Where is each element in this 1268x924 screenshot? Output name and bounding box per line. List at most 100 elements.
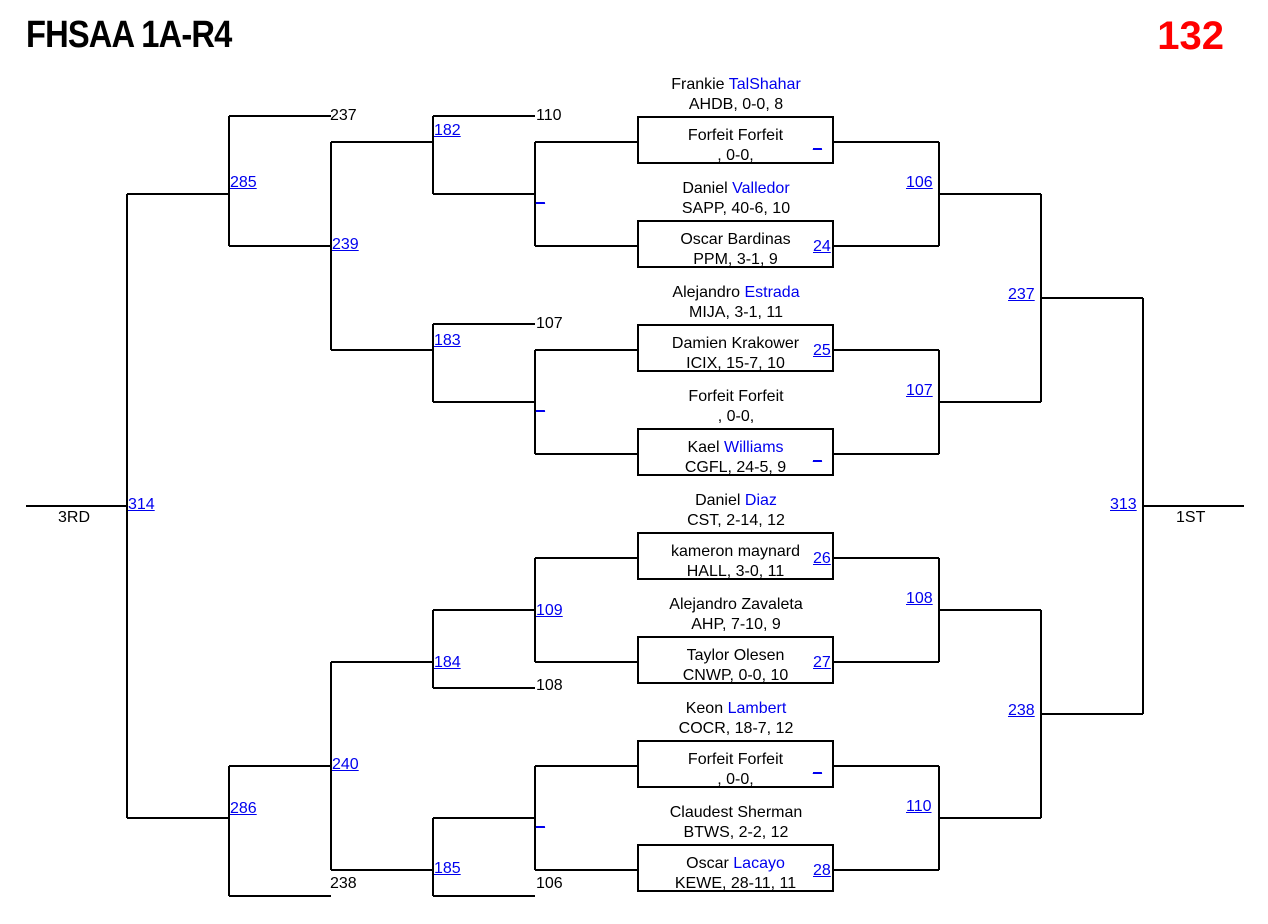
- last-name[interactable]: Lacayo: [733, 855, 785, 872]
- cons-line: [331, 141, 433, 143]
- wrestler-name: Claudest Sherman: [626, 803, 846, 823]
- bout-link[interactable]: 24: [813, 238, 831, 255]
- wrestler-info: AHP, 7-10, 9: [691, 616, 781, 633]
- cons-in-line: [535, 661, 637, 663]
- wrestler-name: Forfeit Forfeit: [639, 126, 832, 146]
- wrestler-info: CNWP, 0-0, 10: [682, 667, 789, 684]
- cons-in-line: [535, 245, 637, 247]
- qf-bout-link[interactable]: 106: [906, 174, 933, 191]
- cons-line: [229, 245, 331, 247]
- third-place-label: 3RD: [58, 509, 91, 526]
- wrestler-name: Frankie TalShahar: [626, 75, 846, 95]
- cons-bout-link[interactable]: _: [536, 188, 545, 205]
- first-name: kameron: [671, 543, 734, 560]
- qf-out-line: [939, 609, 1041, 611]
- matchup-box: Forfeit Forfeit, 0-0,: [637, 740, 834, 788]
- cons-bout-link[interactable]: 183: [434, 332, 461, 349]
- wrestler-name: Daniel Valledor: [626, 179, 846, 199]
- cons-bout-link[interactable]: 185: [434, 860, 461, 877]
- first-name: Claudest: [669, 804, 733, 821]
- wrestler-name: Damien Krakower: [639, 334, 832, 354]
- qf-bout-link[interactable]: 107: [906, 382, 933, 399]
- cons-bout-link[interactable]: 239: [332, 236, 359, 253]
- wrestler-name: Forfeit Forfeit: [639, 750, 832, 770]
- wrestler-info: , 0-0,: [717, 147, 754, 164]
- bout-link[interactable]: 27: [813, 654, 831, 671]
- cons-bracket-line: [534, 350, 536, 454]
- drop-in-line: [229, 895, 331, 897]
- advance-line: [834, 869, 939, 871]
- cons-bracket-line: [228, 116, 230, 246]
- cons-bout-link[interactable]: 240: [332, 756, 359, 773]
- qf-bout-link[interactable]: 110: [906, 798, 932, 815]
- first-name: Keon: [685, 700, 724, 717]
- first-name: Forfeit: [687, 751, 734, 768]
- drop-in-line: [433, 323, 535, 325]
- advance-line: [834, 661, 939, 663]
- last-name[interactable]: Estrada: [744, 284, 800, 301]
- final-bout-link[interactable]: 313: [1110, 496, 1137, 513]
- last-name: Forfeit: [738, 388, 784, 405]
- last-name[interactable]: Diaz: [744, 492, 777, 509]
- last-name[interactable]: TalShahar: [728, 76, 801, 93]
- wrestler-info: SAPP, 40-6, 10: [681, 200, 791, 217]
- cons-bout-link[interactable]: _: [536, 812, 545, 829]
- bout-link[interactable]: 26: [813, 550, 831, 567]
- first-place-label: 1ST: [1176, 509, 1206, 526]
- cons-in-line: [535, 453, 637, 455]
- cons-bout-link[interactable]: _: [536, 396, 545, 413]
- cons-line: [331, 869, 433, 871]
- first-name: Oscar: [686, 855, 729, 872]
- cons-bout-link[interactable]: 286: [230, 800, 257, 817]
- cons-bout-link[interactable]: 109: [536, 602, 563, 619]
- bout-link[interactable]: _: [813, 446, 822, 463]
- cons-in-line: [535, 869, 637, 871]
- cons-line: [433, 817, 535, 819]
- cons-line: [331, 349, 433, 351]
- wrestler-name: Oscar Lacayo: [639, 854, 832, 874]
- sf-bout-link[interactable]: 237: [1008, 286, 1035, 303]
- cons-line: [331, 661, 433, 663]
- wrestler-info: CST, 2-14, 12: [687, 512, 785, 529]
- advance-line: [834, 349, 939, 351]
- bracket-title: FHSAA 1A-R4: [26, 14, 232, 56]
- cons-bout-link[interactable]: 184: [434, 654, 461, 671]
- wrestler-name: Kael Williams: [639, 438, 832, 458]
- first-name: Taylor: [686, 647, 730, 664]
- bout-link[interactable]: _: [813, 758, 822, 775]
- wrestler-name: Forfeit Forfeit: [626, 387, 846, 407]
- first-name: Alejandro: [669, 596, 737, 613]
- qf-bout-link[interactable]: 108: [906, 590, 933, 607]
- wrestler-name: Taylor Olesen: [639, 646, 832, 666]
- last-name[interactable]: Lambert: [727, 700, 787, 717]
- first-name: Frankie: [671, 76, 725, 93]
- cons-bracket-line: [534, 766, 536, 870]
- cons-bout-link[interactable]: 182: [434, 122, 461, 139]
- bout-link[interactable]: _: [813, 134, 822, 151]
- third-bracket-line: [126, 194, 128, 818]
- first-name: Forfeit: [688, 388, 734, 405]
- sf-bout-link[interactable]: 238: [1008, 702, 1035, 719]
- wrestler-info: MIJA, 3-1, 11: [689, 304, 783, 321]
- bout-link[interactable]: 28: [813, 862, 831, 879]
- wrestler-info: BTWS, 2-2, 12: [683, 824, 789, 841]
- cons-bout-link[interactable]: 285: [230, 174, 257, 191]
- last-name[interactable]: Williams: [723, 439, 784, 456]
- cons-line: [127, 817, 229, 819]
- wrestler-info: HALL, 3-0, 11: [686, 563, 785, 580]
- cons-in-line: [535, 765, 637, 767]
- drop-in-line: [433, 115, 535, 117]
- wrestler-info: PPM, 3-1, 9: [693, 251, 778, 268]
- last-name: Zavaleta: [741, 596, 803, 613]
- third-bout-link[interactable]: 314: [128, 496, 155, 513]
- last-name: Forfeit: [737, 751, 784, 768]
- first-name: Damien: [671, 335, 728, 352]
- first-name: Oscar: [680, 231, 724, 248]
- bout-link[interactable]: 25: [813, 342, 831, 359]
- last-name[interactable]: Valledor: [732, 180, 790, 197]
- last-name: Bardinas: [727, 231, 791, 248]
- cons-bracket-line: [534, 142, 536, 246]
